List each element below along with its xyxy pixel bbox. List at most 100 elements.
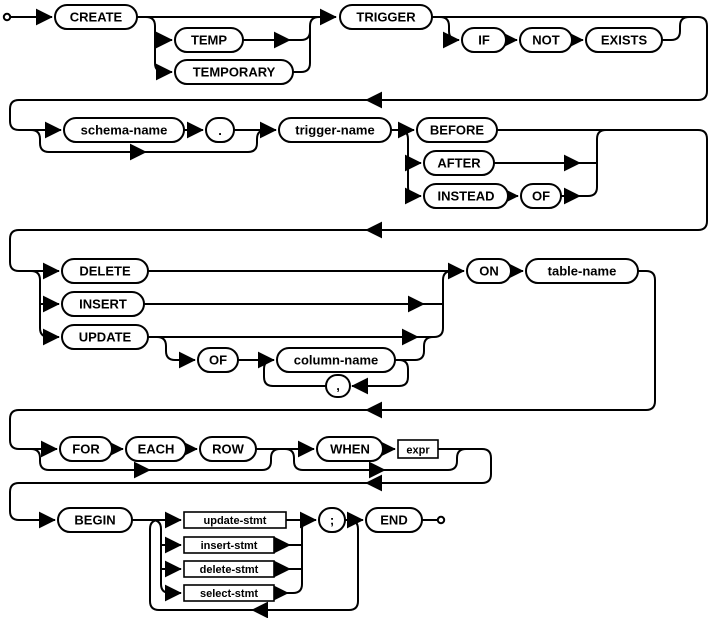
keyword-row-shape [199,436,257,462]
keyword-after: AFTER [423,150,495,176]
keyword-update-of: OF [197,347,239,373]
keyword-if: IF [461,27,507,53]
nonterminal-table-name: table-name [525,258,639,284]
keyword-each-shape [125,436,187,462]
keyword-temporary-shape [174,59,294,85]
nonterminal-trigger-name: trigger-name [278,117,392,143]
keyword-update-of-shape [197,347,239,373]
nonterminal-table-name-shape [525,258,639,284]
nonterminal-schema-name-label: schema-name [81,123,168,138]
keyword-temporary: TEMPORARY [174,59,294,85]
keyword-if-label: IF [478,33,490,48]
nonterminal-trigger-name-shape [278,117,392,143]
keyword-row-label: ROW [212,442,245,457]
keyword-update-label: UPDATE [79,330,132,345]
connector-lines [9,8,708,619]
punct-comma-label: , [336,378,340,393]
punct-dot-shape [205,117,235,143]
keyword-on-label: ON [479,264,499,279]
nonterminal-schema-name: schema-name [63,117,185,143]
keyword-when-label: WHEN [330,442,370,457]
punct-dot: . [205,117,235,143]
keyword-instead-of-label: OF [532,189,550,204]
start-terminal-icon [2,12,12,22]
nonterminal-update-stmt[interactable]: update-stmt [183,511,287,529]
nonterminal-insert-stmt-label[interactable]: insert-stmt [201,540,258,552]
nonterminal-select-stmt-shape[interactable] [183,584,275,602]
nonterminal-delete-stmt-label[interactable]: delete-stmt [200,564,259,576]
keyword-after-shape [423,150,495,176]
keyword-update-shape [61,324,149,350]
punct-comma-shape [325,374,351,398]
punct-semicolon-label: ; [330,513,334,528]
punct-semicolon: ; [318,507,346,533]
keyword-insert-shape [61,291,145,317]
nonterminal-insert-stmt[interactable]: insert-stmt [183,536,275,554]
keyword-trigger-shape [339,4,433,30]
nonterminal-column-name: column-name [276,347,396,373]
nonterminal-trigger-name-label: trigger-name [295,123,374,138]
keyword-for-shape [59,436,113,462]
nonterminal-expr-shape[interactable] [397,439,439,459]
punct-dot-label: . [218,123,222,138]
keyword-end-shape [365,507,423,533]
keyword-for: FOR [59,436,113,462]
keyword-instead-of-shape [520,183,562,209]
nonterminal-select-stmt[interactable]: select-stmt [183,584,275,602]
keyword-delete: DELETE [61,258,149,284]
keyword-before: BEFORE [416,117,498,143]
end-terminal-icon [436,515,446,525]
keyword-after-label: AFTER [437,156,481,171]
keyword-temp-shape [174,27,244,53]
nonterminal-update-stmt-label[interactable]: update-stmt [204,515,267,527]
keyword-not: NOT [519,27,573,53]
punct-semicolon-shape [318,507,346,533]
keyword-begin-shape [57,507,133,533]
keyword-instead: INSTEAD [423,183,509,209]
nonterminal-delete-stmt-shape[interactable] [183,560,275,578]
keyword-on: ON [466,258,512,284]
keyword-exists: EXISTS [585,27,663,53]
keyword-exists-label: EXISTS [601,33,648,48]
nonterminal-column-name-shape [276,347,396,373]
keyword-create-shape [54,4,138,30]
keyword-instead-of: OF [520,183,562,209]
keyword-insert-label: INSERT [79,297,127,312]
keyword-when-shape [316,436,384,462]
keyword-update-of-label: OF [209,353,227,368]
keyword-row: ROW [199,436,257,462]
keyword-on-shape [466,258,512,284]
nonterminal-expr[interactable]: expr [397,439,439,459]
keyword-each-label: EACH [138,442,175,457]
keyword-temp-label: TEMP [191,33,227,48]
keyword-end-label: END [380,513,407,528]
keyword-instead-shape [423,183,509,209]
nonterminal-schema-name-shape [63,117,185,143]
nonterminal-expr-label[interactable]: expr [406,445,430,457]
keyword-before-shape [416,117,498,143]
keyword-temporary-label: TEMPORARY [193,65,276,80]
keyword-not-label: NOT [532,33,560,48]
nonterminal-delete-stmt[interactable]: delete-stmt [183,560,275,578]
keyword-instead-label: INSTEAD [437,189,494,204]
keyword-end: END [365,507,423,533]
keyword-trigger-label: TRIGGER [356,10,416,25]
nonterminal-update-stmt-shape[interactable] [183,511,287,529]
keyword-for-label: FOR [72,442,100,457]
keyword-begin-label: BEGIN [74,513,115,528]
keyword-begin: BEGIN [57,507,133,533]
nonterminal-table-name-label: table-name [548,264,617,279]
keyword-delete-label: DELETE [79,264,131,279]
keyword-insert: INSERT [61,291,145,317]
punct-comma: , [325,374,351,398]
nonterminal-select-stmt-label[interactable]: select-stmt [200,588,258,600]
keyword-create-label: CREATE [70,10,123,25]
keyword-create: CREATE [54,4,138,30]
keyword-not-shape [519,27,573,53]
keyword-exists-shape [585,27,663,53]
keyword-delete-shape [61,258,149,284]
keyword-trigger: TRIGGER [339,4,433,30]
nonterminal-insert-stmt-shape[interactable] [183,536,275,554]
